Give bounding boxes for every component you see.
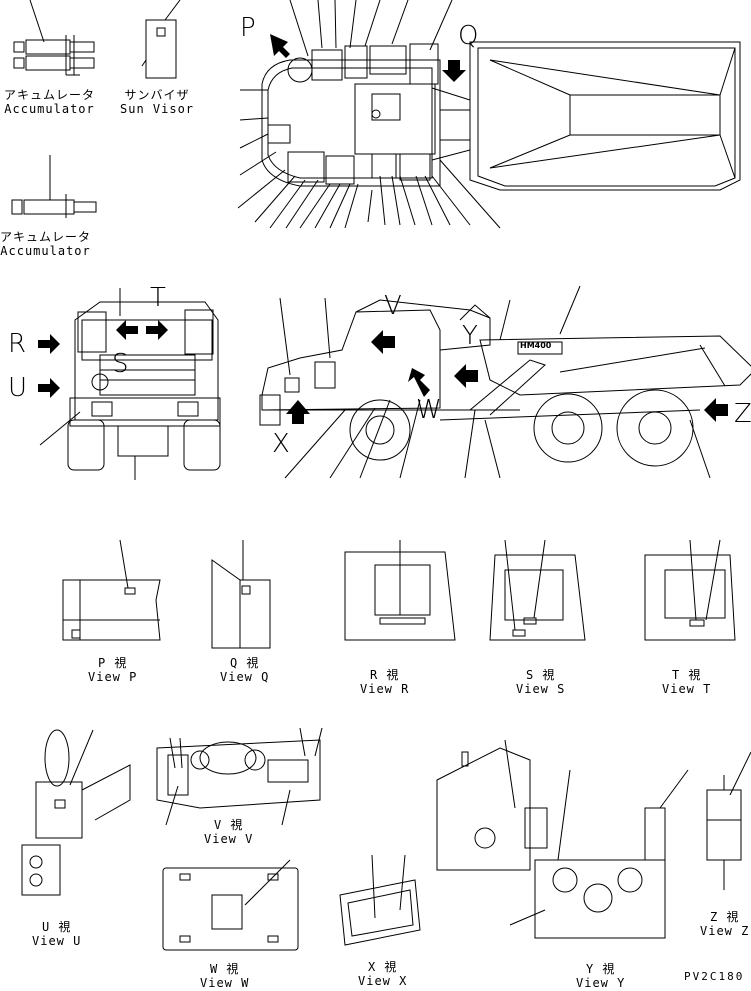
view-p-arrow	[270, 34, 290, 58]
view-q-caption: Q 視 View Q	[220, 656, 269, 684]
accumulator-bottom-drawing	[11, 155, 97, 218]
view-v-caption: V 視 View V	[204, 818, 253, 846]
accumulator-bottom-jp: アキュムレータ	[0, 230, 92, 244]
view-q-arrow	[442, 60, 466, 82]
view-v-jp: V 視	[213, 818, 244, 832]
sun-visor-en: Sun Visor	[120, 102, 195, 116]
view-w-jp: W 視	[209, 962, 240, 976]
view-y-drawing	[436, 739, 689, 939]
accumulator-bottom-label: アキュムレータ Accumulator	[0, 230, 91, 258]
view-p-jp: P 視	[97, 656, 128, 670]
view-u-arrow	[38, 378, 60, 398]
view-q-jp: Q 視	[229, 656, 260, 670]
view-v-en: View V	[204, 832, 254, 846]
view-letter-w: W	[416, 395, 442, 425]
view-q-drawing	[211, 540, 271, 649]
view-u-jp: U 視	[41, 920, 72, 934]
front-view-machine	[39, 288, 221, 480]
accumulator-top-label: アキュムレータ Accumulator	[4, 88, 95, 116]
view-x-drawing	[339, 854, 421, 946]
view-p-drawing	[62, 539, 161, 641]
accumulator-top-jp: アキュムレータ	[4, 88, 96, 102]
view-p-en: View P	[88, 670, 138, 684]
view-u-drawing	[21, 729, 131, 896]
view-u-caption: U 視 View U	[32, 920, 81, 948]
view-z-jp: Z 視	[709, 910, 740, 924]
view-r-caption: R 視 View R	[360, 668, 409, 696]
accumulator-top-en: Accumulator	[4, 102, 95, 116]
view-z-drawing	[706, 751, 751, 890]
view-r-drawing	[344, 540, 456, 641]
view-s-drawing	[489, 539, 586, 641]
view-x-en: View X	[358, 974, 408, 988]
view-letter-p: P	[240, 13, 256, 43]
view-x-caption: X 視 View X	[358, 960, 407, 988]
view-t-caption: T 視 View T	[662, 668, 711, 696]
sun-visor-drawing	[141, 0, 181, 79]
view-letter-s: S	[112, 349, 129, 379]
top-view-machine	[237, 0, 741, 229]
view-letter-z: Z	[734, 399, 751, 429]
accumulator-top-drawing	[13, 0, 95, 76]
truck-badge: HM400	[520, 341, 552, 350]
view-u-en: View U	[32, 934, 82, 948]
view-z-arrow	[704, 398, 728, 422]
view-s-arrow	[116, 320, 138, 340]
view-v-drawing	[156, 727, 323, 826]
sun-visor-label: サンバイザ Sun Visor	[120, 88, 194, 116]
view-r-jp: R 視	[369, 668, 400, 682]
view-letter-v: V	[384, 291, 402, 321]
view-t-arrow	[146, 320, 168, 340]
view-r-arrow	[38, 334, 60, 354]
view-p-caption: P 視 View P	[88, 656, 137, 684]
view-q-en: View Q	[220, 670, 270, 684]
drawing-code: PV2C180	[684, 970, 745, 983]
view-letter-x: X	[272, 429, 290, 459]
view-letter-u: U	[8, 373, 28, 403]
view-letter-t: T	[150, 283, 166, 313]
view-y-arrow	[454, 364, 478, 388]
view-letter-r: R	[8, 329, 27, 359]
view-z-caption: Z 視 View Z	[700, 910, 749, 938]
view-s-en: View S	[516, 682, 566, 696]
view-s-caption: S 視 View S	[516, 668, 565, 696]
view-letter-q: Q	[458, 21, 479, 51]
view-y-jp: Y 視	[585, 962, 616, 976]
view-t-jp: T 視	[671, 668, 702, 682]
view-t-drawing	[644, 539, 736, 641]
view-y-caption: Y 視 View Y	[576, 962, 625, 990]
accumulator-bottom-en: Accumulator	[0, 244, 91, 258]
view-x-jp: X 視	[367, 960, 398, 974]
sun-visor-jp: サンバイザ	[124, 88, 190, 102]
view-s-jp: S 視	[525, 668, 556, 682]
view-z-en: View Z	[700, 924, 750, 938]
view-w-arrow	[408, 368, 430, 397]
view-x-arrow	[286, 400, 310, 424]
view-t-en: View T	[662, 682, 712, 696]
view-v-arrow	[371, 330, 395, 354]
view-r-en: View R	[360, 682, 410, 696]
view-y-en: View Y	[576, 976, 626, 990]
view-letter-y: Y	[462, 321, 478, 351]
view-w-en: View W	[200, 976, 250, 990]
view-w-caption: W 視 View W	[200, 962, 249, 990]
side-view-machine	[259, 285, 751, 479]
view-w-drawing	[162, 859, 299, 951]
